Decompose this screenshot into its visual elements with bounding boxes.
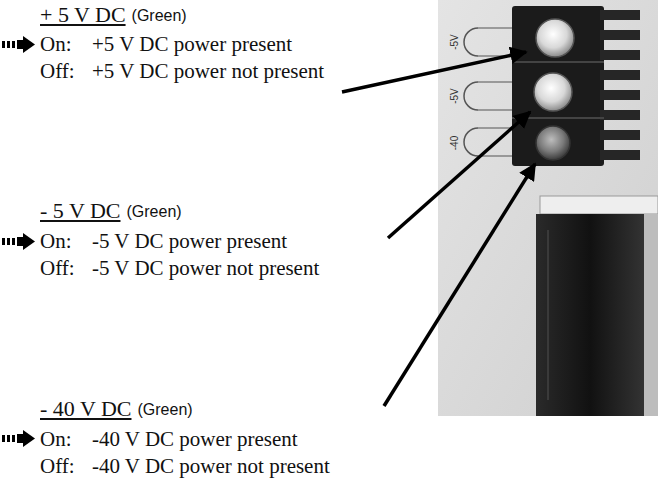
state-description: +5 V DC power present [92, 34, 292, 55]
silkscreen-label: -5V [450, 34, 460, 50]
state-label: Off: [40, 258, 75, 279]
color-note: (Green) [132, 8, 187, 24]
led [534, 19, 574, 160]
state-label: Off: [40, 61, 75, 82]
led-housing [512, 6, 640, 166]
state-description: -40 V DC power present [92, 429, 298, 450]
leader-arrow [342, 52, 535, 406]
indicator-heading: - 40 V DC [40, 398, 131, 420]
state-label: On: [40, 231, 72, 252]
indicator-heading: + 5 V DC [40, 4, 126, 26]
state-description: +5 V DC power not present [92, 61, 324, 82]
arrow-bullet [2, 36, 35, 447]
color-note: (Green) [126, 204, 181, 220]
state-label: On: [40, 429, 72, 450]
color-note: (Green) [137, 402, 192, 418]
silkscreen-label: -5V [450, 88, 460, 104]
indicator-heading: - 5 V DC [40, 200, 120, 222]
state-description: -40 V DC power not present [92, 456, 330, 477]
connector-block [536, 196, 658, 416]
state-description: -5 V DC power present [92, 231, 287, 252]
silkscreen-label: -40 [450, 136, 460, 150]
state-label: Off: [40, 456, 75, 477]
state-label: On: [40, 34, 72, 55]
state-description: -5 V DC power not present [92, 258, 319, 279]
